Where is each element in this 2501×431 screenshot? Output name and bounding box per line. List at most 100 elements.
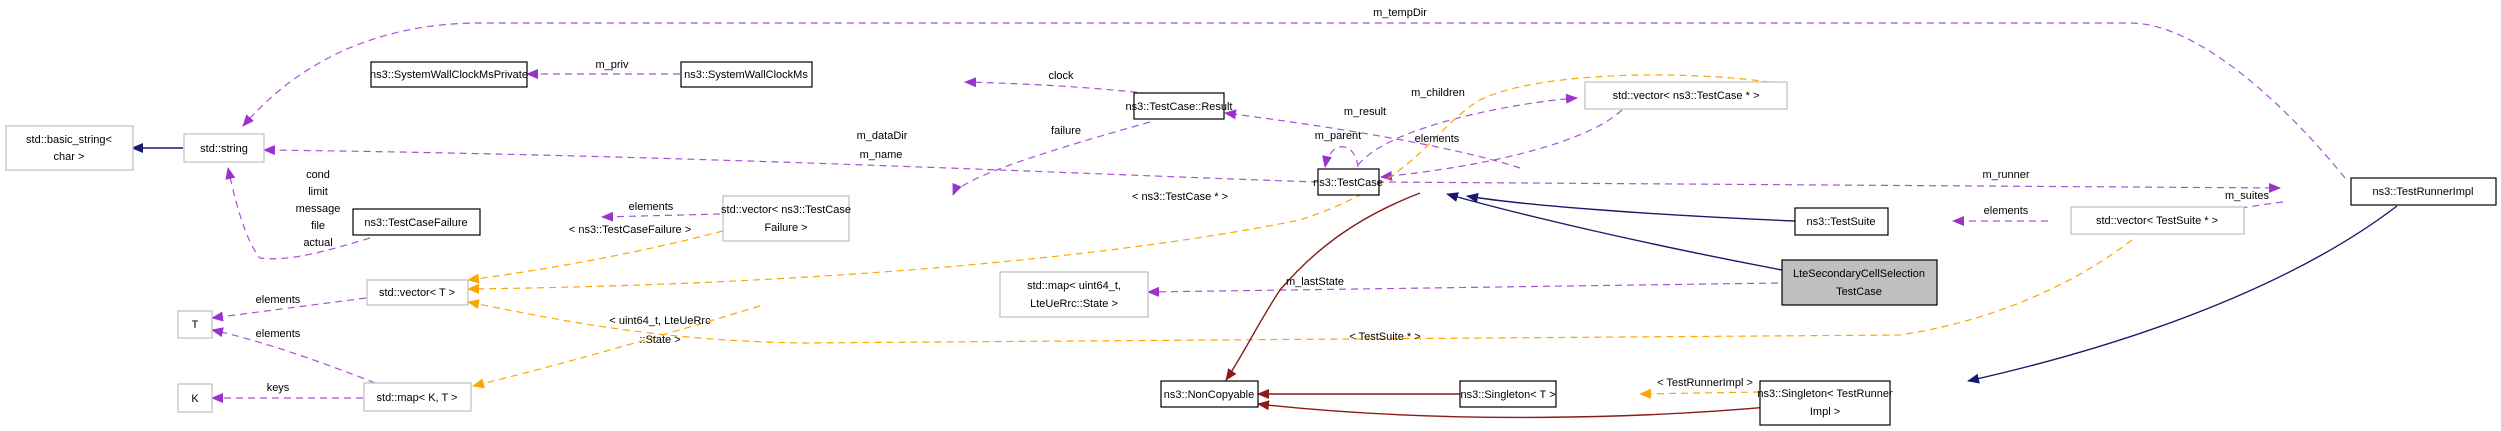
edge-m-runner [1376, 181, 2281, 193]
node-focus-line-1: LteSecondaryCellSelection [1793, 268, 1925, 280]
edge-m-tempdir [242, 22, 2346, 179]
label-elements-map-t: elements [256, 328, 301, 340]
edge-tmpl-state [472, 305, 761, 389]
label-elements-vec-t: elements [256, 294, 301, 306]
node-map-lastate[interactable]: std::map< uint64_t, LteUeRrc::State > [999, 271, 1149, 318]
node-system-wall-clock-ms-label: ns3::SystemWallClockMs [684, 69, 808, 81]
node-vector-testcase-ptr-label: std::vector< ns3::TestCase * > [1613, 90, 1760, 102]
edge-m-result [1224, 109, 1521, 169]
node-testcase[interactable]: ns3::TestCase [1313, 168, 1383, 196]
node-testcase-failure-label: ns3::TestCaseFailure [364, 217, 467, 229]
node-map-k-t-label: std::map< K, T > [377, 392, 458, 404]
node-focus-line-2: TestCase [1836, 286, 1882, 298]
label-tmpl-testcase-ptr: < ns3::TestCase * > [1132, 191, 1228, 203]
node-vector-testsuite-ptr[interactable]: std::vector< TestSuite * > [2070, 206, 2245, 235]
node-k-label: K [191, 393, 199, 405]
node-singleton-testrunnerimpl-line-2: Impl > [1810, 406, 1840, 418]
label-string-field-cond: cond [306, 169, 330, 181]
label-string-field-limit: limit [308, 186, 328, 198]
label-string-field-file: file [311, 220, 325, 232]
edge-elements-failure [601, 211, 721, 222]
label-tmpl-runner: < TestRunnerImpl > [1657, 377, 1753, 389]
edge-elements-vec-testcase [1380, 109, 1623, 181]
edge-runner-to-singleton [1967, 205, 2398, 384]
node-vector-t[interactable]: std::vector< T > [366, 279, 469, 306]
node-vector-testcase-failure-line-2: Failure > [764, 222, 807, 234]
node-singleton-t-label: ns3::Singleton< T > [1461, 389, 1556, 401]
node-map-k-t[interactable]: std::map< K, T > [363, 382, 472, 412]
edge-testcase-to-noncopyable [1225, 192, 1421, 381]
node-basic-string-line-2: char > [54, 151, 85, 163]
node-testcase-result[interactable]: ns3::TestCase::Result [1126, 92, 1233, 120]
node-test-runner-impl[interactable]: ns3::TestRunnerImpl [2350, 177, 2497, 206]
label-string-field-message: message [296, 203, 341, 215]
node-std-string-label: std::string [200, 143, 248, 155]
node-singleton-testrunnerimpl-line-1: ns3::Singleton< TestRunner [1757, 388, 1893, 400]
label-failure: failure [1051, 125, 1081, 137]
label-keys: keys [267, 382, 290, 394]
edge-m-datadir-m-name [263, 145, 1319, 183]
node-lte-secondary-cell-selection-testcase[interactable]: LteSecondaryCellSelection TestCase [1781, 259, 1938, 306]
label-elements-vec-testcase: elements [1415, 133, 1460, 145]
edge-focus-to-testcase [1446, 192, 1783, 271]
label-m-result: m_result [1344, 106, 1386, 118]
label-string-field-actual: actual [303, 237, 332, 249]
node-vector-testcase-failure[interactable]: std::vector< ns3::TestCase Failure > [721, 195, 851, 242]
label-m-laststate: m_lastState [1286, 276, 1344, 288]
edge-tmpl-runner [1639, 388, 1761, 399]
edges [131, 22, 2398, 419]
edge-string-fields [225, 167, 371, 260]
node-basic-string-line-1: std::basic_string< [26, 134, 112, 146]
node-test-runner-impl-label: ns3::TestRunnerImpl [2373, 186, 2474, 198]
label-tmpl-testsuite-ptr: < TestSuite * > [1349, 331, 1420, 343]
node-vector-testsuite-ptr-label: std::vector< TestSuite * > [2096, 215, 2218, 227]
node-t-label: T [192, 319, 199, 331]
node-singleton-t[interactable]: ns3::Singleton< T > [1459, 380, 1557, 408]
edge-tmpl-testsuite-ptr [467, 239, 2133, 344]
label-m-children: m_children [1411, 87, 1465, 99]
node-std-string[interactable]: std::string [183, 133, 265, 163]
label-m-datadir: m_dataDir [857, 130, 908, 142]
node-testsuite-label: ns3::TestSuite [1806, 216, 1875, 228]
edge-elements-map-t [211, 327, 376, 384]
node-k[interactable]: K [177, 383, 213, 413]
label-tmpl-state-1: < uint64_t, LteUeRrc [609, 315, 711, 327]
node-vector-t-label: std::vector< T > [379, 287, 455, 299]
label-tmpl-state-2: ::State > [639, 334, 680, 346]
label-elements-testsuite: elements [1984, 205, 2029, 217]
node-system-wall-clock-ms-private-label: ns3::SystemWallClockMsPrivate [370, 69, 528, 81]
edge-tmpl-testcase-ptr [467, 74, 1783, 294]
node-system-wall-clock-ms-private[interactable]: ns3::SystemWallClockMsPrivate [370, 61, 528, 88]
node-t[interactable]: T [177, 310, 213, 339]
label-tmpl-failure: < ns3::TestCaseFailure > [569, 224, 691, 236]
node-noncopyable[interactable]: ns3::NonCopyable [1160, 380, 1259, 408]
label-clock: clock [1048, 70, 1074, 82]
edge-elements-vec-t [211, 297, 367, 322]
edge-labels: m_tempDir m_priv clock failure m_result … [256, 7, 2270, 394]
node-map-lastate-line-1: std::map< uint64_t, [1027, 280, 1121, 292]
node-testcase-failure[interactable]: ns3::TestCaseFailure [352, 208, 481, 236]
edge-tmpl-failure [467, 230, 724, 284]
node-testcase-label: ns3::TestCase [1313, 177, 1383, 189]
label-elements-failure: elements [629, 201, 674, 213]
node-singleton-testrunnerimpl[interactable]: ns3::Singleton< TestRunner Impl > [1757, 380, 1893, 426]
edge-singleton-runner-to-noncopyable [1257, 400, 1781, 419]
label-m-name: m_name [860, 149, 903, 161]
node-basic-string[interactable]: std::basic_string< char > [5, 125, 134, 171]
node-system-wall-clock-ms[interactable]: ns3::SystemWallClockMs [680, 61, 813, 88]
label-m-runner: m_runner [1982, 169, 2029, 181]
nodes: std::basic_string< char > std::string ns… [5, 61, 2497, 426]
node-vector-testcase-failure-line-1: std::vector< ns3::TestCase [721, 204, 851, 216]
node-noncopyable-label: ns3::NonCopyable [1164, 389, 1255, 401]
node-vector-testcase-ptr[interactable]: std::vector< ns3::TestCase * > [1584, 81, 1788, 110]
label-m-suites: m_suites [2225, 190, 2270, 202]
edge-m-children [1357, 93, 1578, 166]
edge-m-parent [1322, 146, 1359, 168]
node-testcase-result-label: ns3::TestCase::Result [1126, 101, 1233, 113]
node-map-lastate-line-2: LteUeRrc::State > [1030, 298, 1118, 310]
label-m-tempdir: m_tempDir [1373, 7, 1427, 19]
edge-m-laststate [1147, 282, 1779, 297]
edge-testsuite-to-testcase [1466, 192, 1796, 222]
node-testsuite[interactable]: ns3::TestSuite [1794, 207, 1889, 236]
